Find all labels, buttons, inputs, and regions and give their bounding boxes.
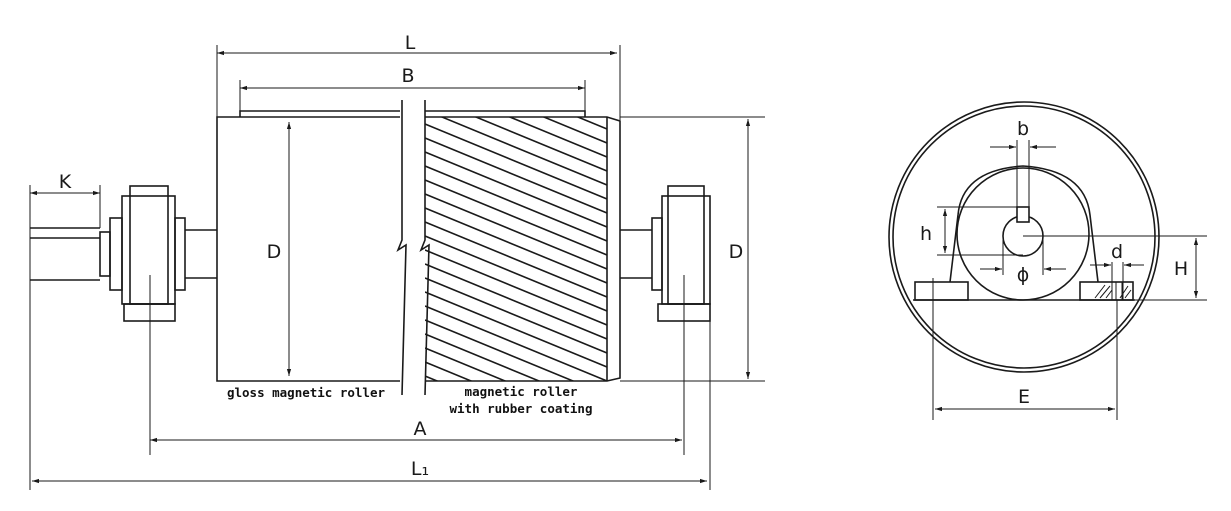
caption-rubber-roller-line1: magnetic roller: [465, 384, 578, 399]
groove-line: [425, 333, 607, 381]
side-view: L B K D D A L₁ gloss magnetic roller mag…: [29, 32, 765, 493]
shaft: [30, 227, 652, 281]
dim-A: A: [414, 418, 427, 440]
groove-line: [425, 291, 607, 368]
groove-line: [425, 347, 607, 381]
dim-K: K: [59, 171, 72, 193]
dim-H: H: [1174, 258, 1188, 280]
key: [1016, 206, 1030, 223]
groove-line: [425, 117, 607, 186]
dim-L1: L₁: [411, 458, 429, 480]
groove-line: [425, 221, 607, 298]
caption-rubber-roller-line2: with rubber coating: [450, 401, 593, 416]
drum-inner-circle: [892, 105, 1156, 369]
right-bearing: [651, 185, 711, 322]
dim-D-right: D: [729, 241, 744, 263]
dim-h: h: [920, 223, 932, 245]
break-line: [419, 100, 430, 396]
groove-line: [425, 165, 607, 242]
break-line: [396, 100, 407, 396]
groove-line: [425, 235, 607, 312]
groove-line: [425, 117, 607, 144]
caption-gloss-roller: gloss magnetic roller: [227, 385, 386, 400]
dim-E: E: [1018, 386, 1030, 408]
end-view: b h ϕ d H E: [888, 101, 1207, 420]
pedestal: [949, 165, 1099, 283]
groove-line: [425, 277, 607, 354]
groove-line: [425, 151, 607, 228]
rubber-hatching: [425, 40, 607, 493]
groove-line: [425, 117, 607, 172]
right-foot: [1079, 281, 1134, 301]
groove-line: [425, 179, 607, 256]
dim-d: d: [1111, 241, 1123, 263]
dim-phi: ϕ: [1017, 264, 1030, 286]
groove-line: [425, 123, 607, 200]
groove-line: [425, 40, 607, 115]
drum: [216, 40, 621, 493]
drum-outer-circle: [888, 101, 1160, 373]
dim-b: b: [1017, 118, 1029, 140]
groove-line: [425, 193, 607, 270]
groove-line: [425, 117, 607, 158]
groove-line: [425, 305, 607, 381]
groove-line: [425, 249, 607, 326]
groove-line: [425, 207, 607, 284]
left-bearing: [99, 185, 186, 322]
groove-line: [425, 361, 607, 381]
groove-line: [425, 418, 607, 493]
dim-L: L: [405, 32, 416, 54]
dim-D-left: D: [267, 241, 282, 263]
dim-B: B: [401, 65, 414, 87]
groove-line: [425, 319, 607, 381]
groove-line: [425, 137, 607, 214]
left-foot: [914, 281, 969, 301]
groove-line: [425, 263, 607, 340]
bolt-hatching: [1094, 284, 1132, 299]
